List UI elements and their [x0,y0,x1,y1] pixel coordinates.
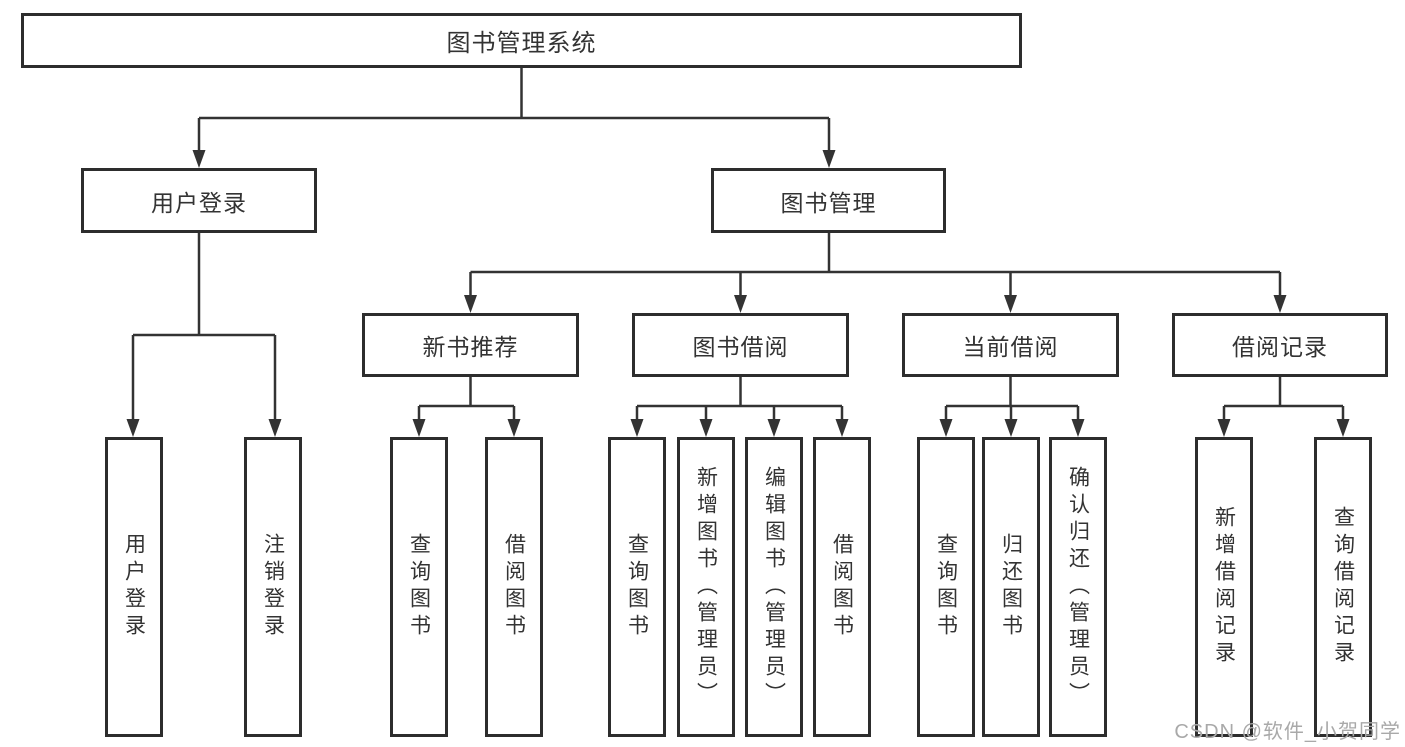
leaf-edit-book-admin-label: 编辑图书（管理员） [762,465,786,709]
leaf-query-book-2: 查询图书 [608,437,666,737]
leaf-borrow-book-2: 借阅图书 [813,437,871,737]
leaf-return-book: 归还图书 [982,437,1040,737]
leaf-confirm-return-admin-label: 确认归还（管理员） [1066,465,1090,709]
node-user-login-label: 用户登录 [151,189,247,216]
node-borrow-records-label: 借阅记录 [1232,334,1328,360]
node-book-management: 图书管理 [711,168,946,233]
node-user-login: 用户登录 [81,168,317,233]
leaf-query-book-1: 查询图书 [390,437,448,737]
leaf-borrow-book-1-label: 借阅图书 [502,533,526,641]
node-root: 图书管理系统 [21,13,1022,68]
leaf-query-borrow-record: 查询借阅记录 [1314,437,1372,737]
leaf-query-book-3-label: 查询图书 [934,533,958,641]
leaf-query-borrow-record-label: 查询借阅记录 [1331,506,1355,668]
leaf-edit-book-admin: 编辑图书（管理员） [745,437,803,737]
node-borrow-records: 借阅记录 [1172,313,1388,377]
leaf-logout-label: 注销登录 [261,533,285,641]
leaf-add-borrow-record: 新增借阅记录 [1195,437,1253,737]
leaf-logout: 注销登录 [244,437,302,737]
node-new-book-recommend: 新书推荐 [362,313,579,377]
leaf-user-login-label: 用户登录 [122,533,146,641]
node-root-label: 图书管理系统 [446,30,597,57]
leaf-add-borrow-record-label: 新增借阅记录 [1212,506,1236,668]
leaf-add-book-admin: 新增图书（管理员） [677,437,735,737]
node-book-management-label: 图书管理 [780,189,877,216]
leaf-add-book-admin-label: 新增图书（管理员） [694,465,718,709]
node-current-borrow-label: 当前借阅 [962,334,1059,360]
leaf-borrow-book-1: 借阅图书 [485,437,543,737]
csdn-watermark: CSDN @软件_小贺同学 [1174,721,1401,743]
node-book-borrow-label: 图书借阅 [692,334,789,360]
leaf-query-book-3: 查询图书 [917,437,975,737]
leaf-confirm-return-admin: 确认归还（管理员） [1049,437,1107,737]
node-new-book-recommend-label: 新书推荐 [422,334,519,360]
node-book-borrow: 图书借阅 [632,313,849,377]
leaf-user-login: 用户登录 [105,437,163,737]
leaf-return-book-label: 归还图书 [999,533,1023,641]
leaf-borrow-book-2-label: 借阅图书 [830,533,854,641]
leaf-query-book-2-label: 查询图书 [625,533,649,641]
node-current-borrow: 当前借阅 [902,313,1119,377]
leaf-query-book-1-label: 查询图书 [407,533,431,641]
